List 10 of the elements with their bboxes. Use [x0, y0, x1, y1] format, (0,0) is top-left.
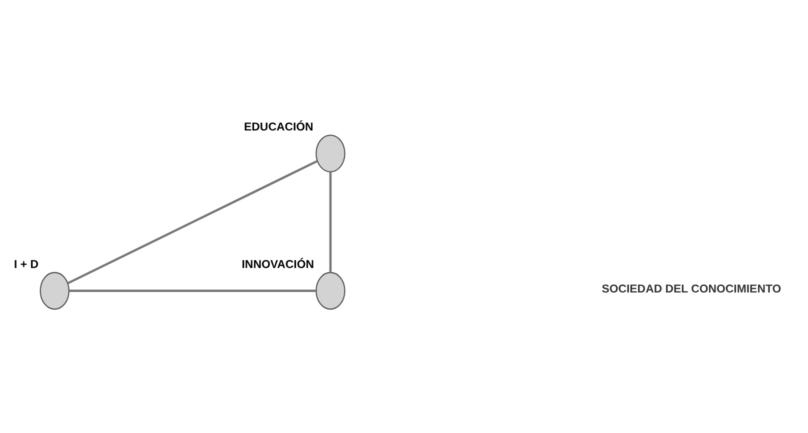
node-label: EDUCACIÓN [244, 121, 314, 134]
node-label: I + D [14, 258, 38, 270]
connector [67, 160, 318, 284]
node-circle [316, 271, 346, 310]
label: SOCIEDAD DEL CONOCIMIENTO [602, 283, 782, 296]
node-label: INNOVACIÓN [242, 258, 314, 270]
connector [329, 172, 332, 272]
node-circle [316, 134, 346, 172]
node-circle [40, 271, 70, 310]
connector [69, 289, 316, 292]
